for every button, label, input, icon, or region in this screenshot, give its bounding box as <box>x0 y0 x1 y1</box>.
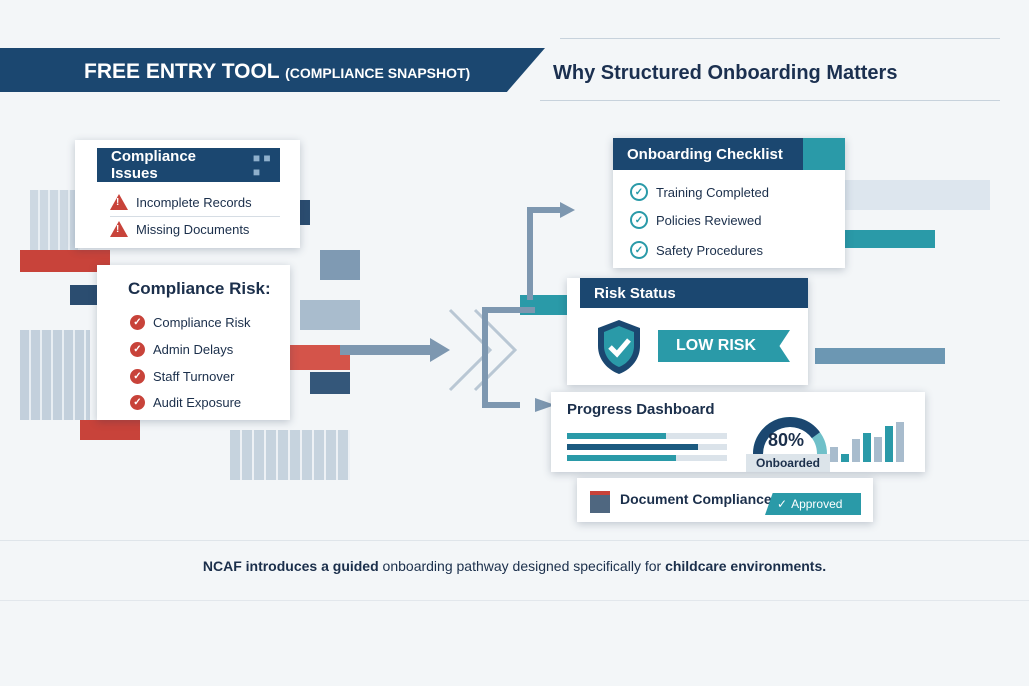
low-risk-badge: LOW RISK <box>658 330 790 362</box>
footer-text: NCAF introduces a guided onboarding path… <box>202 558 827 574</box>
mini-bar <box>852 438 860 462</box>
risk-status-header: Risk Status <box>580 278 808 308</box>
check-circle-icon: ✓ <box>630 183 648 201</box>
compliance-risk-card <box>97 265 290 420</box>
compliance-issues-header: Compliance Issues■ ■ ■ <box>97 148 280 182</box>
checklist-item: ✓Training Completed <box>630 183 769 201</box>
progress-gauge <box>753 417 827 455</box>
check-circle-icon: ✓ <box>630 241 648 259</box>
check-icon: ✓ <box>130 369 145 384</box>
dashboard-title: Progress Dashboard <box>567 401 715 418</box>
progress-fill <box>567 455 676 461</box>
progress-track <box>567 455 727 461</box>
approved-badge: ✓Approved <box>765 493 861 515</box>
list-item: !Missing Documents <box>110 221 249 237</box>
checklist-item: ✓Safety Procedures <box>630 241 763 259</box>
list-item: ✓Admin Delays <box>130 342 233 357</box>
check-icon: ✓ <box>130 395 145 410</box>
title-banner <box>0 48 545 92</box>
warning-icon: ! <box>110 194 128 210</box>
mini-bar <box>841 453 849 462</box>
mini-bar <box>830 447 838 462</box>
mini-bar <box>874 436 882 462</box>
flow-arrows <box>340 307 555 412</box>
progress-fill <box>567 433 667 439</box>
list-item: ✓Audit Exposure <box>130 395 241 410</box>
check-circle-icon: ✓ <box>630 211 648 229</box>
shield-check-icon <box>598 320 640 374</box>
mini-bar <box>896 422 904 462</box>
progress-fill <box>567 444 699 450</box>
banner-title: FREE ENTRY TOOL (COMPLIANCE SNAPSHOT) <box>84 60 471 83</box>
check-icon: ✓ <box>130 315 145 330</box>
gauge-caption: Onboarded <box>746 454 830 472</box>
list-item: ✓Compliance Risk <box>130 315 251 330</box>
progress-track <box>567 433 727 439</box>
progress-track <box>567 444 727 450</box>
mini-bar <box>885 426 893 462</box>
list-item: !Incomplete Records <box>110 194 252 210</box>
mini-bar <box>863 432 871 462</box>
document-compliance-title: Document Compliance <box>620 491 772 507</box>
checklist-item: ✓Policies Reviewed <box>630 211 762 229</box>
compliance-risk-title: Compliance Risk: <box>128 279 271 298</box>
arrow-to-checklist <box>527 202 575 300</box>
gauge-percent: 80% <box>768 430 805 450</box>
warning-icon: ! <box>110 221 128 237</box>
page-heading: Why Structured Onboarding Matters <box>553 62 898 84</box>
check-icon: ✓ <box>777 497 788 511</box>
checklist-header: Onboarding Checklist <box>613 138 845 170</box>
check-icon: ✓ <box>130 342 145 357</box>
list-item: ✓Staff Turnover <box>130 369 234 384</box>
folder-icon <box>590 491 610 513</box>
